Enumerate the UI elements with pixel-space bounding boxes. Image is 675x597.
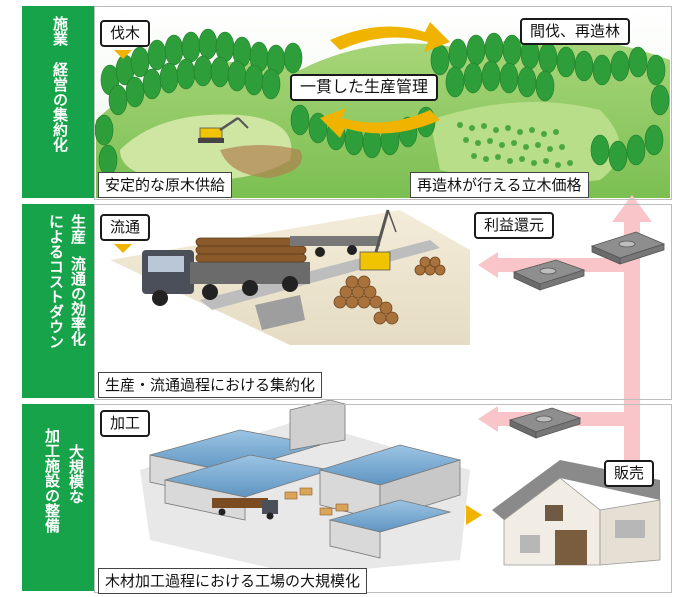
log-pile-icon	[333, 256, 446, 325]
tag-distribution-pointer	[114, 244, 132, 253]
caption-distribution-consolidation: 生産・流通過程における集約化	[98, 372, 323, 398]
seedling-group	[457, 122, 573, 168]
sidebar-section-3: 大規模な 加工施設の整備	[22, 404, 94, 591]
sidebar-label-1b: 経営の集約化	[51, 62, 69, 152]
factory-icon	[140, 399, 470, 575]
tag-thinning-replanting: 間伐、再造林	[520, 18, 631, 45]
panel-section-1	[94, 6, 672, 200]
tag-processing: 加工	[100, 410, 151, 437]
sidebar-label-3a: 大規模な	[67, 444, 85, 504]
caption-factory-scaleup: 木材加工過程における工場の大規模化	[98, 568, 368, 594]
crane-icon	[359, 209, 397, 271]
panel-section-3	[94, 404, 672, 593]
tag-profit-return: 利益還元	[474, 212, 555, 239]
panel-section-2	[94, 204, 672, 400]
sidebar-label-2b: 流通の効率化	[69, 256, 87, 346]
tag-felling-pointer	[114, 50, 132, 59]
tag-felling: 伐木	[100, 20, 151, 47]
to-house-arrow	[466, 505, 482, 525]
money-stack-icon	[508, 231, 666, 439]
tag-sales: 販売	[604, 460, 655, 487]
sidebar-section-1: 施業 経営の集約化	[22, 6, 94, 198]
sidebar-label-2c: によるコストダウン	[47, 214, 65, 349]
sidebar-section-2: 生産 流通の効率化 によるコストダウン	[22, 204, 94, 398]
cycle-arrows	[320, 22, 450, 138]
truck-icon	[142, 237, 310, 306]
center-label-production-management: 一貫した生産管理	[290, 74, 439, 101]
sidebar-label-2a: 生産	[69, 214, 87, 244]
tag-distribution: 流通	[100, 214, 151, 241]
sidebar-label-3b: 加工施設の整備	[43, 428, 61, 533]
caption-standing-timber-price: 再造林が行える立木価格	[410, 172, 589, 198]
excavator-icon	[198, 116, 249, 143]
trailer-icon	[290, 236, 380, 257]
sidebar-label-1a: 施業	[51, 16, 69, 46]
caption-stable-supply: 安定的な原木供給	[98, 172, 233, 198]
